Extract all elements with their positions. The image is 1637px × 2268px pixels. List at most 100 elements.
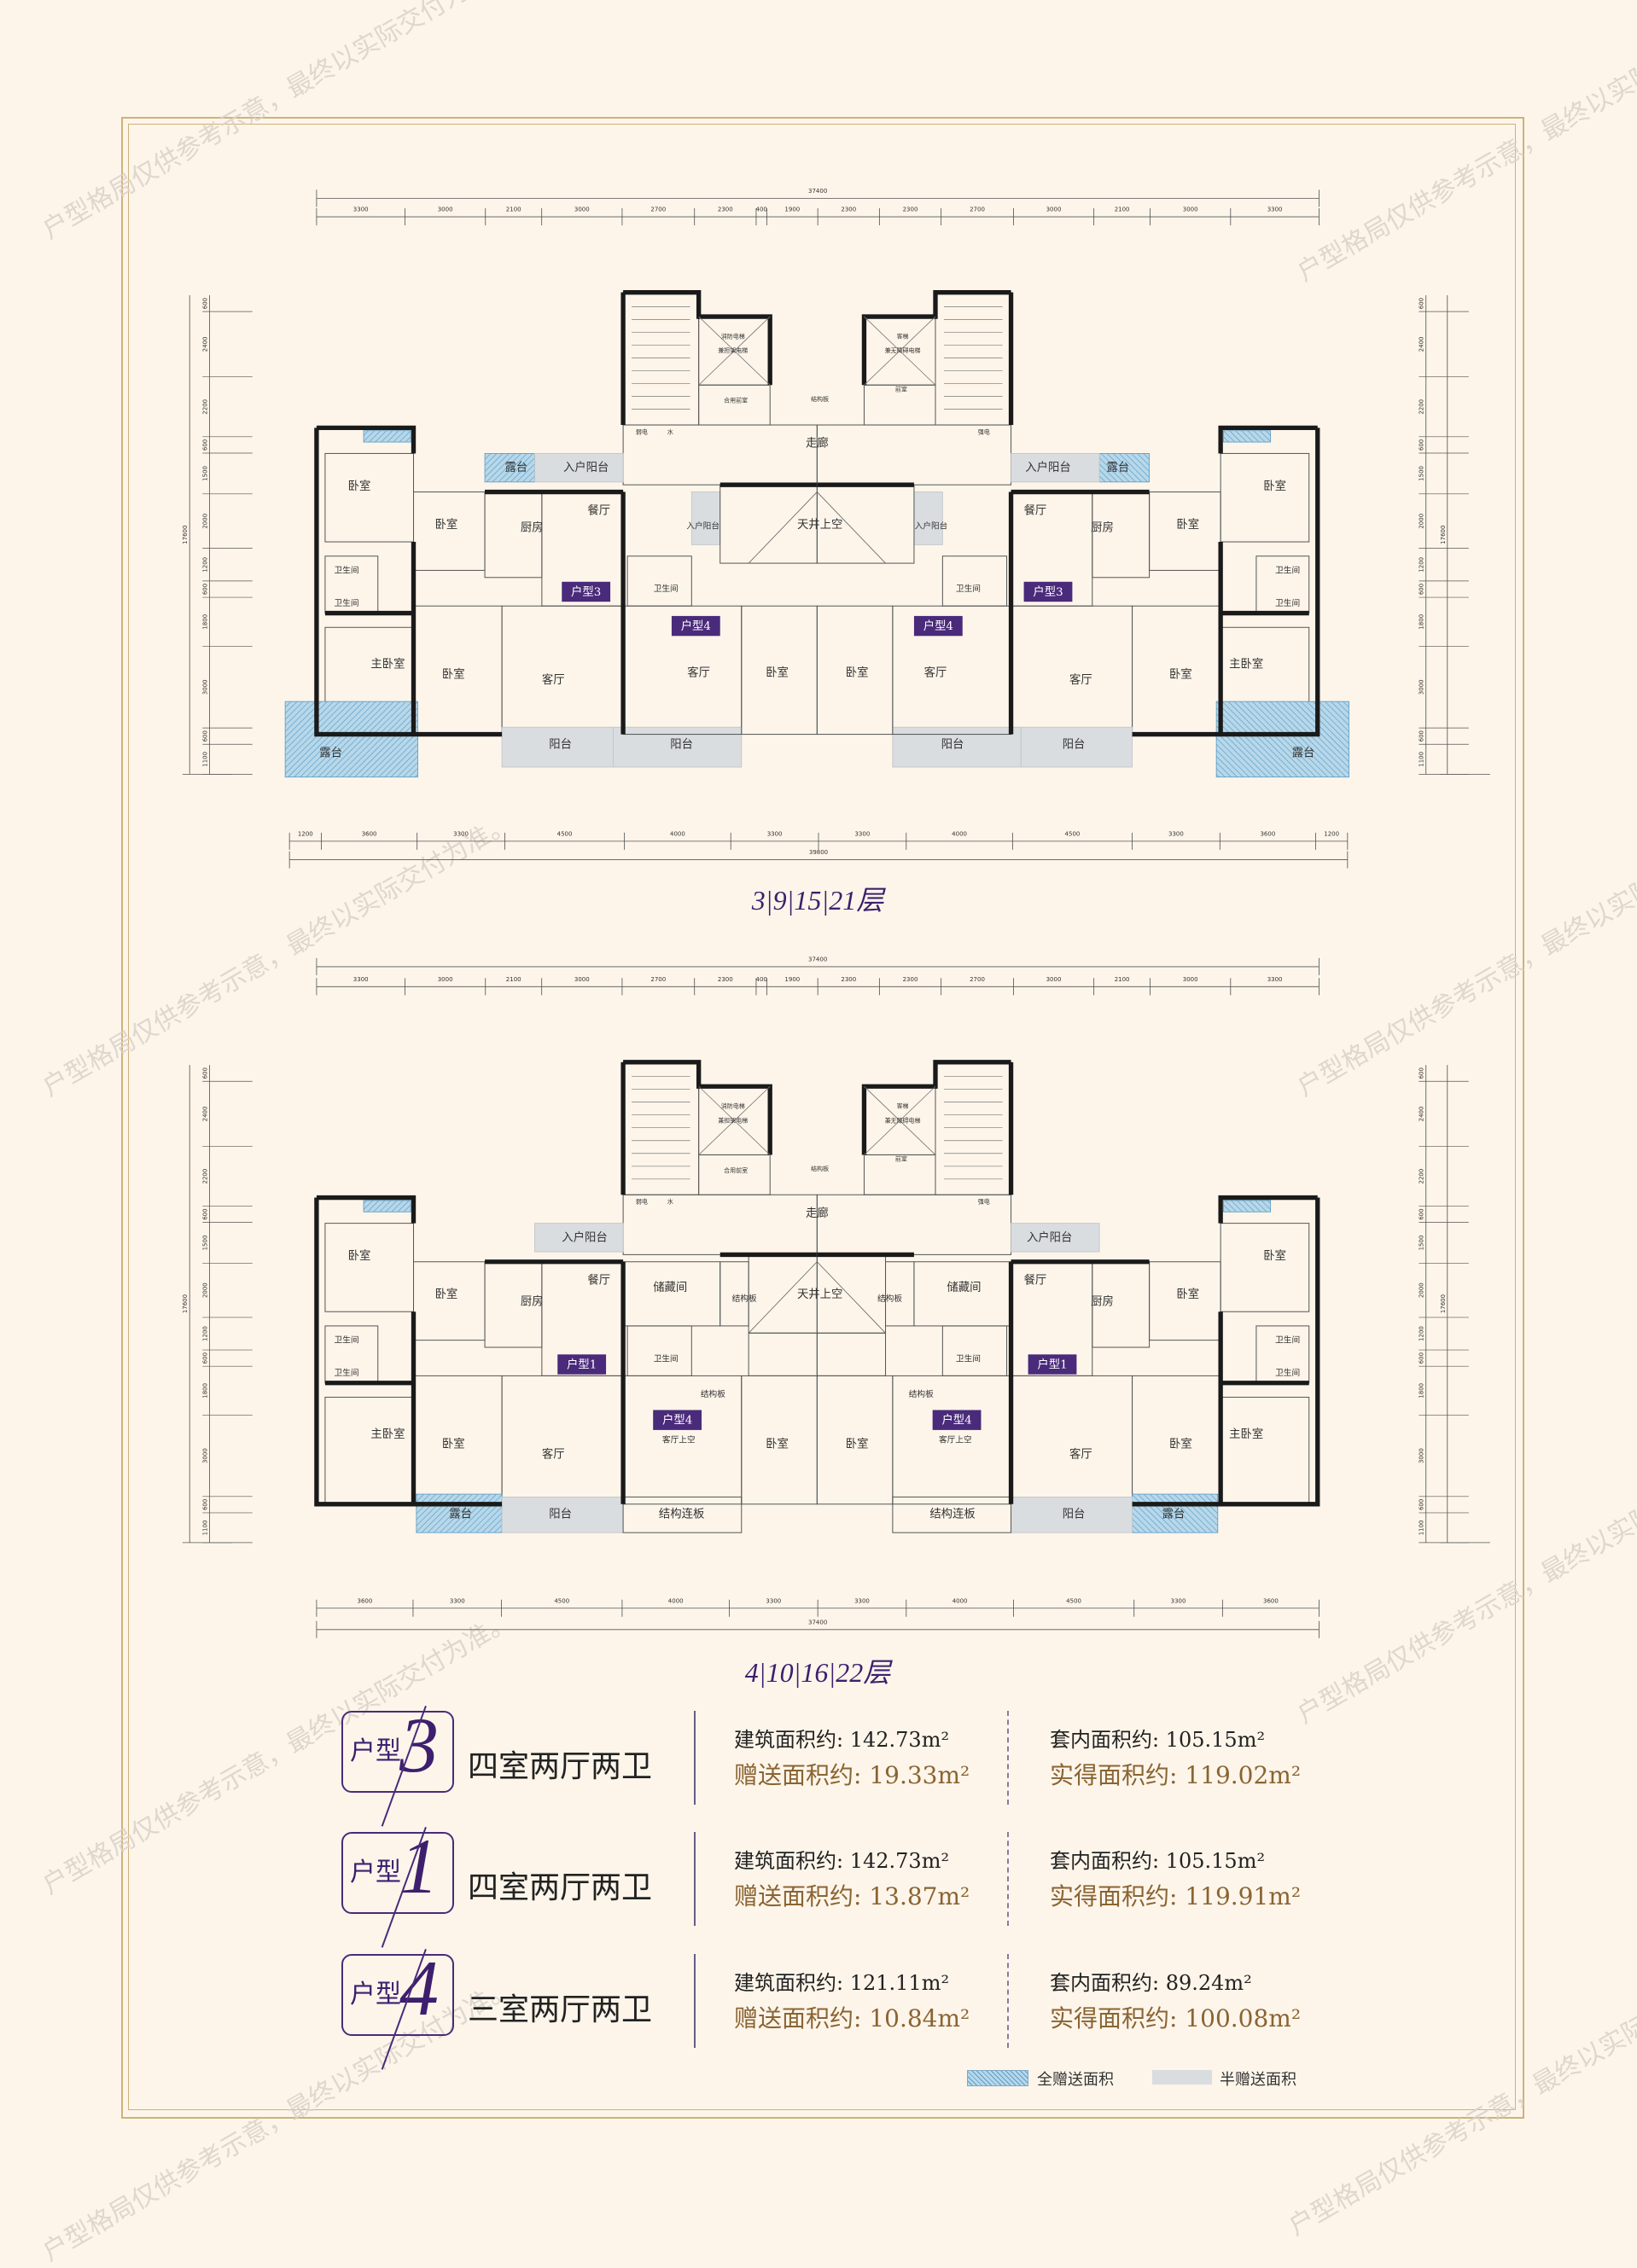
room-label: 露台 (319, 746, 342, 759)
atrium-diagonal (748, 491, 818, 564)
dimension-label: 3000 (438, 206, 453, 213)
entry-balcony (534, 453, 624, 483)
dimension-label: 3600 (1263, 1596, 1279, 1604)
room-label: 卫生间 (654, 583, 679, 594)
room-label: 卧室 (766, 1437, 789, 1451)
dimension-label: 1200 (298, 830, 313, 838)
room-label: 弱电 (636, 1198, 648, 1206)
unit-type-badge-label: 户型1 (1037, 1357, 1067, 1371)
dimension-label: 3000 (1046, 975, 1062, 983)
dimension-label: 3300 (353, 206, 369, 213)
actual-area: 实得面积约: 100.08m² (1050, 2004, 1302, 2032)
atrium-diagonal (817, 1261, 886, 1334)
room-label: 客梯 (897, 332, 909, 340)
dimension-label: 17600 (1439, 1294, 1447, 1313)
dashed-divider (1007, 1954, 1009, 2048)
unit-number: 4 (399, 1945, 439, 2032)
unit-type-badge-label: 户型4 (681, 619, 711, 633)
dimension-label: 3000 (574, 206, 590, 213)
elevator-cross (698, 1085, 771, 1155)
master-bedroom (324, 1396, 415, 1505)
room-label: 客厅 (542, 672, 565, 687)
room-label: 合用前室 (724, 1166, 748, 1174)
dimension-label: 3300 (1267, 975, 1283, 983)
room-label: 入户阳台 (563, 460, 609, 474)
room-label: 天井上空 (797, 1288, 842, 1301)
dimension-label: 1800 (1418, 1383, 1425, 1399)
room-label: 卧室 (1169, 1437, 1192, 1451)
dimension-label: 3600 (1260, 830, 1275, 838)
actual-area: 实得面积约: 119.91m² (1050, 1882, 1302, 1910)
dimension-label: 1200 (201, 1326, 209, 1341)
room-label: 强电 (978, 1198, 990, 1206)
balcony (1011, 1496, 1133, 1533)
actual-area: 实得面积约: 119.02m² (1050, 1761, 1302, 1789)
wall (314, 1060, 818, 1507)
balcony (1020, 726, 1133, 768)
terrace (416, 1493, 503, 1533)
dimension-label: 2700 (650, 975, 666, 983)
room-label: 结构连板 (659, 1507, 704, 1521)
room-label: 兼担架电梯 (718, 1116, 748, 1124)
room-label: 储藏间 (947, 1281, 981, 1294)
entry-balcony (913, 491, 943, 545)
dimension-label: 2700 (970, 975, 985, 983)
dimension-label: 1900 (784, 206, 800, 213)
balcony (892, 726, 1022, 768)
room-label: 客厅 (924, 666, 947, 680)
room-label: 结构板 (877, 1293, 902, 1304)
wall (314, 289, 818, 737)
dimension-label: 4500 (557, 830, 573, 838)
entry-balcony (1011, 1223, 1100, 1253)
room-label: 弱电 (636, 427, 648, 435)
unit-number: 1 (399, 1823, 439, 1910)
room-label: 卧室 (1176, 517, 1199, 532)
room-label: 卧室 (766, 666, 789, 680)
dimension-label: 2100 (506, 206, 521, 213)
building-area: 建筑面积约: 121.11m² (734, 1971, 950, 1995)
room-label: 厨房 (521, 1295, 544, 1309)
stairwell (935, 1061, 1012, 1195)
dimension-label: 2300 (718, 206, 733, 213)
corridor (622, 1194, 818, 1255)
elevator-cross (698, 316, 771, 386)
unit-layout: 四室两厅两卫 (468, 1749, 653, 1784)
unit-badge: 户型 3 (341, 1706, 454, 1793)
entry-balcony (1011, 453, 1100, 483)
unit-type-badge-label: 户型3 (1033, 584, 1063, 599)
dimension-label: 2400 (201, 1107, 209, 1122)
unit-info-row-1: 户型 1 四室两厅两卫 建筑面积约: 142.73m² 赠送面积约: 13.87… (341, 1827, 1331, 1951)
room-label: 客厅 (542, 1446, 565, 1461)
dimension-label: 2300 (841, 206, 856, 213)
unit-layout: 三室两厅两卫 (468, 1992, 653, 2027)
room-label: 客厅上空 (662, 1434, 696, 1445)
unit-prefix: 户型 (350, 1980, 401, 2009)
terrace (363, 1200, 411, 1213)
terrace (1098, 453, 1151, 483)
dimension-label: 1500 (1418, 466, 1425, 481)
room-label: 结构连板 (929, 1507, 975, 1521)
room-label: 阳台 (1063, 1507, 1086, 1521)
room-label: 卫生间 (1275, 1335, 1300, 1346)
room-label: 主卧室 (1229, 1427, 1263, 1441)
dimension-label: 3300 (450, 1596, 465, 1604)
stairwell (622, 1061, 700, 1195)
dimension-label: 3300 (767, 830, 783, 838)
dimension-label: 1500 (1418, 1236, 1425, 1251)
dimension-label: 3000 (201, 679, 209, 695)
dimension-label: 600 (1418, 1499, 1425, 1510)
room-label: 卫生间 (334, 1367, 358, 1378)
left-wing (314, 1060, 818, 1533)
dimension-label: 1800 (1418, 614, 1425, 630)
room-label: 卧室 (348, 479, 371, 493)
bedroom (324, 452, 415, 543)
room-label: 兼无障碍电梯 (885, 1116, 921, 1124)
building-area: 建筑面积约: 142.73m² (734, 1728, 950, 1752)
room-label: 客厅 (1069, 1446, 1092, 1461)
terrace (1223, 1200, 1272, 1213)
dimension-label: 1200 (1418, 1326, 1425, 1341)
dimension-label: 400 (756, 206, 767, 213)
room-label: 消防电梯 (721, 1102, 745, 1110)
inner-area: 套内面积约: 105.15m² (1050, 1849, 1266, 1873)
unit-type-badge-label: 户型1 (567, 1357, 597, 1371)
